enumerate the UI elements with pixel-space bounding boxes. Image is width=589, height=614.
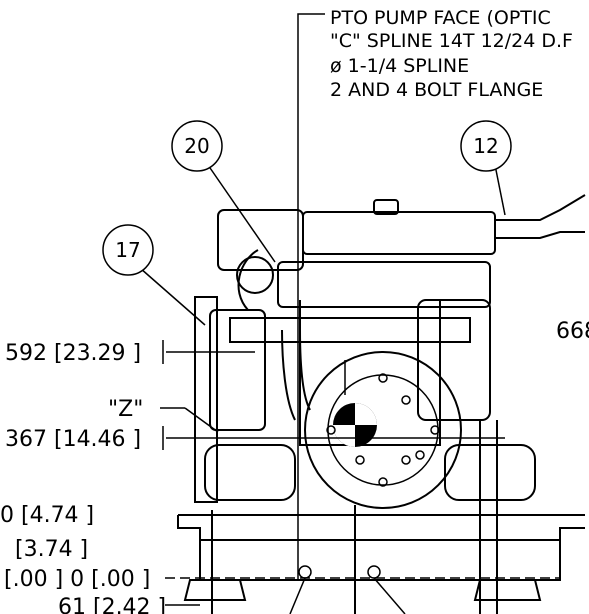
dim-4-74: 0 [4.74 ]	[0, 503, 94, 528]
dim-61: 61 [2.42 ]	[58, 595, 166, 614]
pto-note-line-1: PTO PUMP FACE (OPTIC	[330, 7, 551, 29]
balloon-20: 20	[171, 120, 223, 172]
dim-z-label: "Z"	[108, 397, 143, 422]
balloon-leaders	[139, 164, 506, 395]
dimension-labels: 592 [23.29 ] "Z" 367 [14.46 ] 0 [4.74 ] …	[0, 319, 589, 614]
bottom-fittings	[289, 565, 406, 614]
dim-3-74: [3.74 ]	[15, 537, 88, 562]
dim-367: 367 [14.46 ]	[5, 427, 141, 452]
pto-flange	[304, 351, 462, 509]
pto-note-line-4: 2 AND 4 BOLT FLANGE	[330, 79, 543, 101]
dim-592: 592 [23.29 ]	[5, 341, 141, 366]
dimension-lines	[160, 340, 560, 606]
balloon-17: 17	[102, 224, 154, 276]
pto-leader-line	[297, 13, 325, 580]
balloon-12-label: 12	[473, 134, 498, 158]
pto-note: PTO PUMP FACE (OPTIC "C" SPLINE 14T 12/2…	[297, 7, 573, 580]
balloon-20-label: 20	[184, 134, 209, 158]
balloon-17-label: 17	[115, 238, 140, 262]
balloon-12: 12	[460, 120, 512, 172]
exhaust-elbow	[236, 249, 311, 421]
dim-668: 668	[556, 319, 589, 344]
dim-0: [.00 ] 0 [.00 ]	[4, 567, 150, 592]
pto-note-line-2: "C" SPLINE 14T 12/24 D.F	[330, 30, 573, 52]
engine-outline	[177, 194, 586, 614]
pto-note-line-3: ø 1-1/4 SPLINE	[330, 55, 469, 77]
